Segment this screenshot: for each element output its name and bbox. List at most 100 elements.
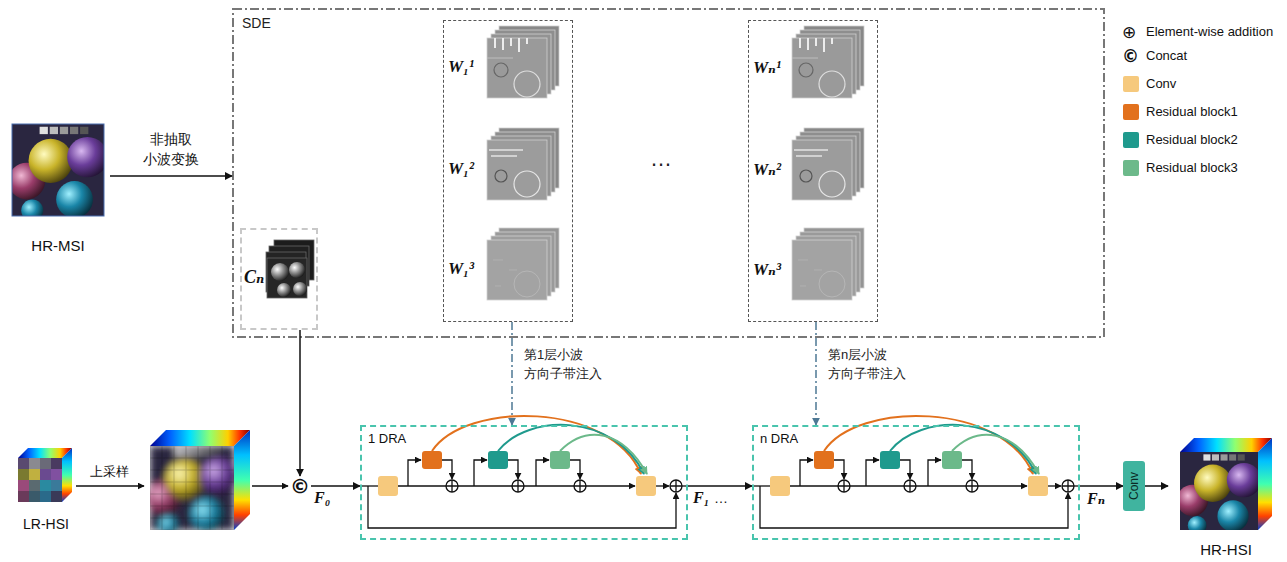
- text-slot: Wₙ¹: [753, 57, 781, 78]
- text-slot: ⊕: [1122, 22, 1136, 42]
- block-title: n DRA: [760, 431, 798, 446]
- text-slot: Conv: [1146, 74, 1176, 94]
- illustration-part: [233, 9, 1104, 337]
- concat-symbol: ©: [290, 476, 310, 496]
- illustration-part-part: [267, 258, 307, 298]
- illustration-part: [360, 416, 688, 528]
- image-label: HR-HSI: [1200, 541, 1252, 558]
- illustration-part: [150, 446, 234, 530]
- image-node: LR-HSI: [8, 444, 84, 534]
- illustration-part-part: [40, 458, 51, 469]
- legend-swatch: [1123, 160, 1139, 176]
- illustration-part: [277, 283, 291, 297]
- connector: [311, 485, 360, 487]
- illustration-part: [150, 430, 250, 446]
- illustration-part-part-part: [150, 446, 234, 530]
- legend: Element-wise addition ⊕ Concat © ConvResidua…: [1122, 22, 1285, 182]
- legend-text: Conv: [1146, 76, 1176, 91]
- illustration-part-part: [29, 469, 40, 480]
- legend-row: Concat ©: [1122, 46, 1285, 66]
- text-slot: Wₙ²: [753, 159, 781, 180]
- illustration-part-part: [40, 469, 51, 480]
- math-symbol: W₁²: [448, 159, 474, 178]
- text-slot: Residual block1: [1146, 102, 1238, 122]
- dra-block: n DRA: [752, 425, 1080, 540]
- legend-text: Concat: [1146, 48, 1187, 63]
- text-slot: HR-HSI: [1168, 541, 1284, 559]
- illustration-part-part: [51, 458, 62, 469]
- legend-swatch: [1123, 104, 1139, 120]
- math-symbol: Wₙ¹: [753, 58, 781, 77]
- legend-row: Residual block2: [1122, 130, 1285, 150]
- text-slot: HR-MSI: [6, 237, 110, 255]
- illustration-part-part: [18, 480, 29, 491]
- sde-module: SDE Cₙ W₁¹ W₁² W₁³ Wₙ¹ Wₙ² Wₙ³: [232, 8, 1105, 338]
- legend-swatch: [1123, 132, 1139, 148]
- edge-label: 第1层小波 方向子带注入: [524, 346, 612, 384]
- text-slot: Residual block3: [1146, 158, 1238, 178]
- illustration-part-part: [269, 246, 309, 286]
- illustration-part: [752, 416, 1080, 528]
- math-symbol: Wₙ³: [753, 260, 781, 279]
- illustration-part-part: [51, 491, 62, 502]
- image-label: HR-MSI: [31, 237, 84, 254]
- illustration-part: [62, 448, 72, 502]
- legend-text: Element-wise addition: [1146, 24, 1273, 39]
- illustration-part-part: [1180, 452, 1258, 530]
- illustration-part-part: [51, 469, 62, 480]
- illustration-part-part: [274, 240, 314, 280]
- illustration-part: [1180, 438, 1272, 452]
- illustration-part-part: [18, 469, 29, 480]
- block-title: 1 DRA: [368, 431, 406, 446]
- illustration-part-part: [29, 491, 40, 502]
- subband-group: W₁¹ W₁² W₁³: [443, 20, 573, 322]
- conv-box: Conv: [1123, 461, 1145, 511]
- illustration-part: [252, 485, 288, 487]
- illustration-part-part: [29, 480, 40, 491]
- illustration-part-part: [150, 446, 234, 530]
- text-slot: W₁¹: [448, 57, 474, 77]
- concat-symbol: ©: [289, 476, 311, 496]
- illustration-part-part: [18, 491, 29, 502]
- edge-label: 非抽取 小波变换: [136, 130, 206, 169]
- illustration-part: [293, 282, 307, 296]
- block-label: Conv: [1127, 472, 1141, 500]
- text-slot: 第1层小波 方向子带注入: [524, 346, 612, 384]
- edge-label: F₀: [314, 489, 330, 506]
- connector: [815, 322, 817, 425]
- illustration-part-part: [29, 458, 40, 469]
- image-node: HR-HSI: [1168, 436, 1284, 560]
- feature-stack: Cₙ: [240, 228, 318, 330]
- legend-row: Residual block1: [1122, 102, 1285, 122]
- edge-label: 第n层小波 方向子带注入: [828, 346, 916, 384]
- text-slot: LR-HSI: [8, 515, 84, 533]
- legend-text: Residual block3: [1146, 160, 1238, 175]
- text-slot: n DRA: [760, 429, 798, 447]
- illustration-part-part: [18, 458, 29, 469]
- illustration-part-part: [51, 480, 62, 491]
- legend-row: Residual block3: [1122, 158, 1285, 178]
- text-slot: 非抽取 小波变换: [136, 130, 206, 169]
- text-slot: Conv: [1123, 461, 1145, 511]
- text-slot: Residual block2: [1146, 130, 1238, 150]
- illustration-part: [12, 124, 104, 216]
- text-slot: …: [650, 146, 672, 172]
- illustration-part-part: [12, 124, 104, 216]
- connector: [688, 485, 752, 487]
- text-slot: 1 DRA: [368, 429, 406, 447]
- text-slot: SDE: [242, 14, 271, 32]
- legend-symbol: ©: [1122, 46, 1139, 66]
- math-symbol: W₁³: [448, 259, 474, 278]
- text-slot: …: [714, 489, 728, 507]
- text-slot: Wₙ³: [753, 259, 781, 280]
- math-symbol: Wₙ²: [753, 160, 781, 179]
- edge-label: F₁: [693, 489, 709, 506]
- illustration-part: [271, 263, 289, 281]
- math-symbol: Cₙ: [244, 267, 264, 287]
- connector: [110, 175, 232, 177]
- illustration-part: [792, 26, 864, 300]
- illustration-part: [1180, 452, 1258, 530]
- free-label: …: [714, 490, 728, 506]
